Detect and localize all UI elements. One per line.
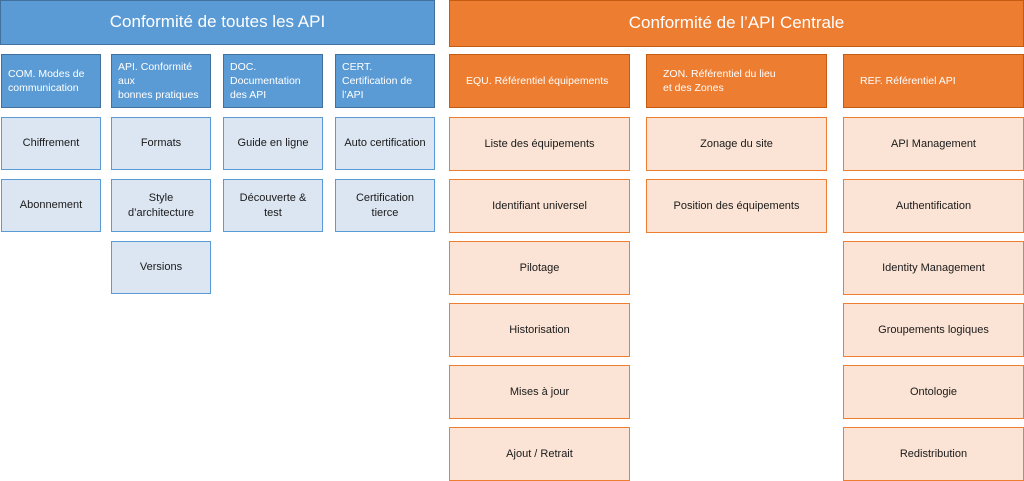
item-box: Identity Management: [843, 241, 1024, 295]
item-box: Liste des équipements: [449, 117, 630, 171]
category-header: REF. Référentiel API: [843, 54, 1024, 108]
item-box: Guide en ligne: [223, 117, 323, 170]
item-box: Zonage du site: [646, 117, 827, 171]
item-box: Versions: [111, 241, 211, 294]
item-box: Redistribution: [843, 427, 1024, 481]
item-box: Pilotage: [449, 241, 630, 295]
item-box: Identifiant universel: [449, 179, 630, 233]
item-box: Ajout / Retrait: [449, 427, 630, 481]
item-box: Ontologie: [843, 365, 1024, 419]
item-box: Certification tierce: [335, 179, 435, 232]
item-box: Position des équipements: [646, 179, 827, 233]
item-box: Découverte & test: [223, 179, 323, 232]
item-box: Abonnement: [1, 179, 101, 232]
item-box: API Management: [843, 117, 1024, 171]
category-header: DOC. Documentation des API: [223, 54, 323, 108]
right-banner-title: Conformité de l’API Centrale: [449, 0, 1024, 47]
item-box: Mises à jour: [449, 365, 630, 419]
item-box: Formats: [111, 117, 211, 170]
category-header: ZON. Référentiel du lieu et des Zones: [646, 54, 827, 108]
item-box: Chiffrement: [1, 117, 101, 170]
item-box: Groupements logiques: [843, 303, 1024, 357]
category-header: COM. Modes de communication: [1, 54, 101, 108]
category-header: CERT. Certification de l’API: [335, 54, 435, 108]
left-banner-title: Conformité de toutes les API: [0, 0, 435, 45]
item-box: Historisation: [449, 303, 630, 357]
item-box: Authentification: [843, 179, 1024, 233]
category-header: API. Conformité aux bonnes pratiques: [111, 54, 211, 108]
item-box: Auto certification: [335, 117, 435, 170]
category-header: EQU. Référentiel équipements: [449, 54, 630, 108]
item-box: Style d’architecture: [111, 179, 211, 232]
